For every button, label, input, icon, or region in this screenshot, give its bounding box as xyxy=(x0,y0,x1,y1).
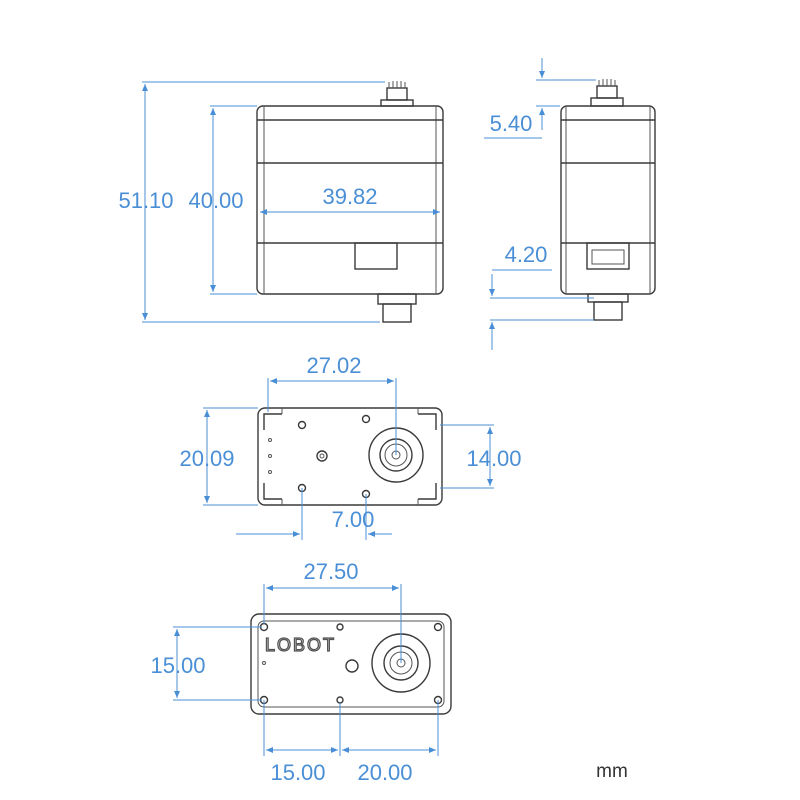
top-screw-hole xyxy=(297,420,307,430)
bottom-screw-hole xyxy=(433,622,443,632)
dim-body-width: 39.82 xyxy=(322,184,377,209)
dim-top-shaft-offset: 7.00 xyxy=(332,507,375,532)
side-bottom-boss xyxy=(593,301,623,321)
top-view: 27.02 20.09 14.00 7.00 xyxy=(179,353,522,540)
front-bottom-boss xyxy=(382,303,412,323)
front-spline xyxy=(386,87,408,101)
dim-total-height: 51.10 xyxy=(118,188,173,213)
top-case xyxy=(257,407,443,506)
front-case xyxy=(256,105,444,295)
side-case xyxy=(560,105,656,295)
dim-bottom-right-offset: 20.00 xyxy=(357,760,412,785)
side-spline xyxy=(596,85,618,99)
side-view: 5.40 4.20 xyxy=(484,58,656,350)
unit-label: mm xyxy=(596,761,628,782)
dim-bottom-left-offset: 15.00 xyxy=(270,760,325,785)
dim-bottom-pitch: 15.00 xyxy=(150,653,205,678)
side-cable-outlet xyxy=(586,242,630,270)
dim-top-pitch: 14.00 xyxy=(466,446,521,471)
brand-logo: LOBOT xyxy=(265,635,336,655)
dim-base-offset: 4.20 xyxy=(505,242,548,267)
dim-top-hole-span: 27.02 xyxy=(306,353,361,378)
dim-spline-height: 5.40 xyxy=(490,111,533,136)
dim-bottom-hole-span: 27.50 xyxy=(303,559,358,584)
dim-top-width: 20.09 xyxy=(179,446,234,471)
front-view: 51.10 40.00 39.82 xyxy=(118,81,444,323)
bottom-view: LOBOT 27.50 15.00 15.00 20.00 xyxy=(150,559,452,785)
top-screw-hole xyxy=(361,414,371,424)
front-cable-outlet xyxy=(354,242,398,270)
front-spline-base xyxy=(380,99,414,107)
bottom-case xyxy=(250,613,452,715)
dim-body-height: 40.00 xyxy=(188,188,243,213)
